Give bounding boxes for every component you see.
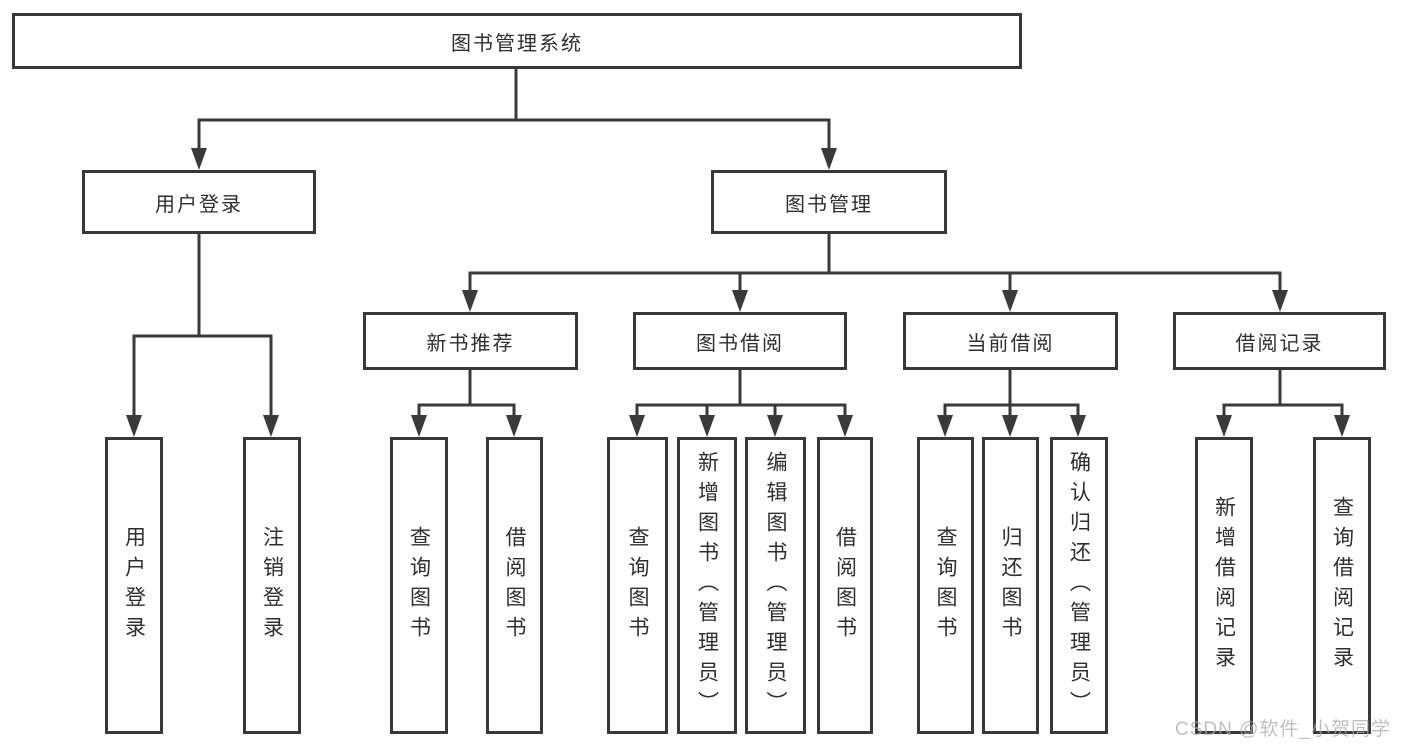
- leaf-label: 查询图书: [626, 525, 649, 646]
- leaf-label: 借阅图书: [833, 525, 857, 646]
- leaf-borrow-add-admin: 新增图书（管理员）: [677, 437, 737, 734]
- arrowhead-icon: [1070, 415, 1086, 437]
- leaf-current-query: 查询图书: [917, 437, 974, 734]
- leaf-label: 新增图书（管理员）: [695, 450, 719, 721]
- arrowhead-icon: [191, 148, 207, 170]
- arrowhead-icon: [1002, 290, 1018, 312]
- arrowhead-icon: [462, 290, 478, 312]
- arrowhead-icon: [699, 415, 715, 437]
- arrowhead-icon: [767, 415, 783, 437]
- arrowhead-icon: [732, 290, 748, 312]
- leaf-label: 查询借阅记录: [1330, 495, 1354, 676]
- leaf-label: 查询图书: [407, 525, 431, 646]
- arrowhead-icon: [263, 415, 279, 437]
- node-current-borrow: 当前借阅: [903, 312, 1118, 370]
- node-book-borrow: 图书借阅: [633, 312, 847, 370]
- arrowhead-icon: [1002, 415, 1018, 437]
- arrowhead-icon: [411, 415, 427, 437]
- leaf-logout-login: 注销登录: [243, 437, 301, 734]
- leaf-newbook-borrow: 借阅图书: [486, 437, 543, 734]
- leaf-label: 编辑图书（管理员）: [764, 450, 787, 721]
- node-book-management: 图书管理: [711, 170, 947, 234]
- leaf-current-return: 归还图书: [982, 437, 1039, 734]
- arrowhead-icon: [126, 415, 142, 437]
- leaf-label: 注销登录: [260, 525, 284, 646]
- arrowhead-icon: [506, 415, 522, 437]
- arrowhead-icon: [1216, 415, 1232, 437]
- leaf-borrow-query: 查询图书: [607, 437, 668, 734]
- leaf-label: 新增借阅记录: [1212, 495, 1236, 676]
- leaf-label: 确认归还（管理员）: [1067, 450, 1091, 721]
- leaf-newbook-query: 查询图书: [390, 437, 448, 734]
- arrowhead-icon: [837, 415, 853, 437]
- leaf-label: 查询图书: [934, 525, 957, 646]
- leaf-user-login: 用户登录: [105, 437, 163, 734]
- leaf-label: 归还图书: [999, 525, 1022, 646]
- arrowhead-icon: [1334, 415, 1350, 437]
- arrowhead-icon: [821, 148, 837, 170]
- leaf-label: 借阅图书: [503, 525, 526, 646]
- leaf-current-confirm-admin: 确认归还（管理员）: [1050, 437, 1108, 734]
- leaf-borrow-borrow: 借阅图书: [817, 437, 873, 734]
- node-new-book-recommend: 新书推荐: [363, 312, 578, 370]
- arrowhead-icon: [629, 415, 645, 437]
- node-borrow-records: 借阅记录: [1173, 312, 1386, 370]
- node-user-login: 用户登录: [82, 170, 316, 234]
- leaf-label: 用户登录: [122, 525, 146, 646]
- arrowhead-icon: [1272, 290, 1288, 312]
- csdn-watermark: CSDN @软件_小贺同学: [1175, 719, 1391, 740]
- arrowhead-icon: [937, 415, 953, 437]
- leaf-records-add: 新增借阅记录: [1195, 437, 1253, 734]
- leaf-records-query: 查询借阅记录: [1313, 437, 1371, 734]
- node-library-system: 图书管理系统: [12, 13, 1022, 69]
- leaf-borrow-edit-admin: 编辑图书（管理员）: [745, 437, 806, 734]
